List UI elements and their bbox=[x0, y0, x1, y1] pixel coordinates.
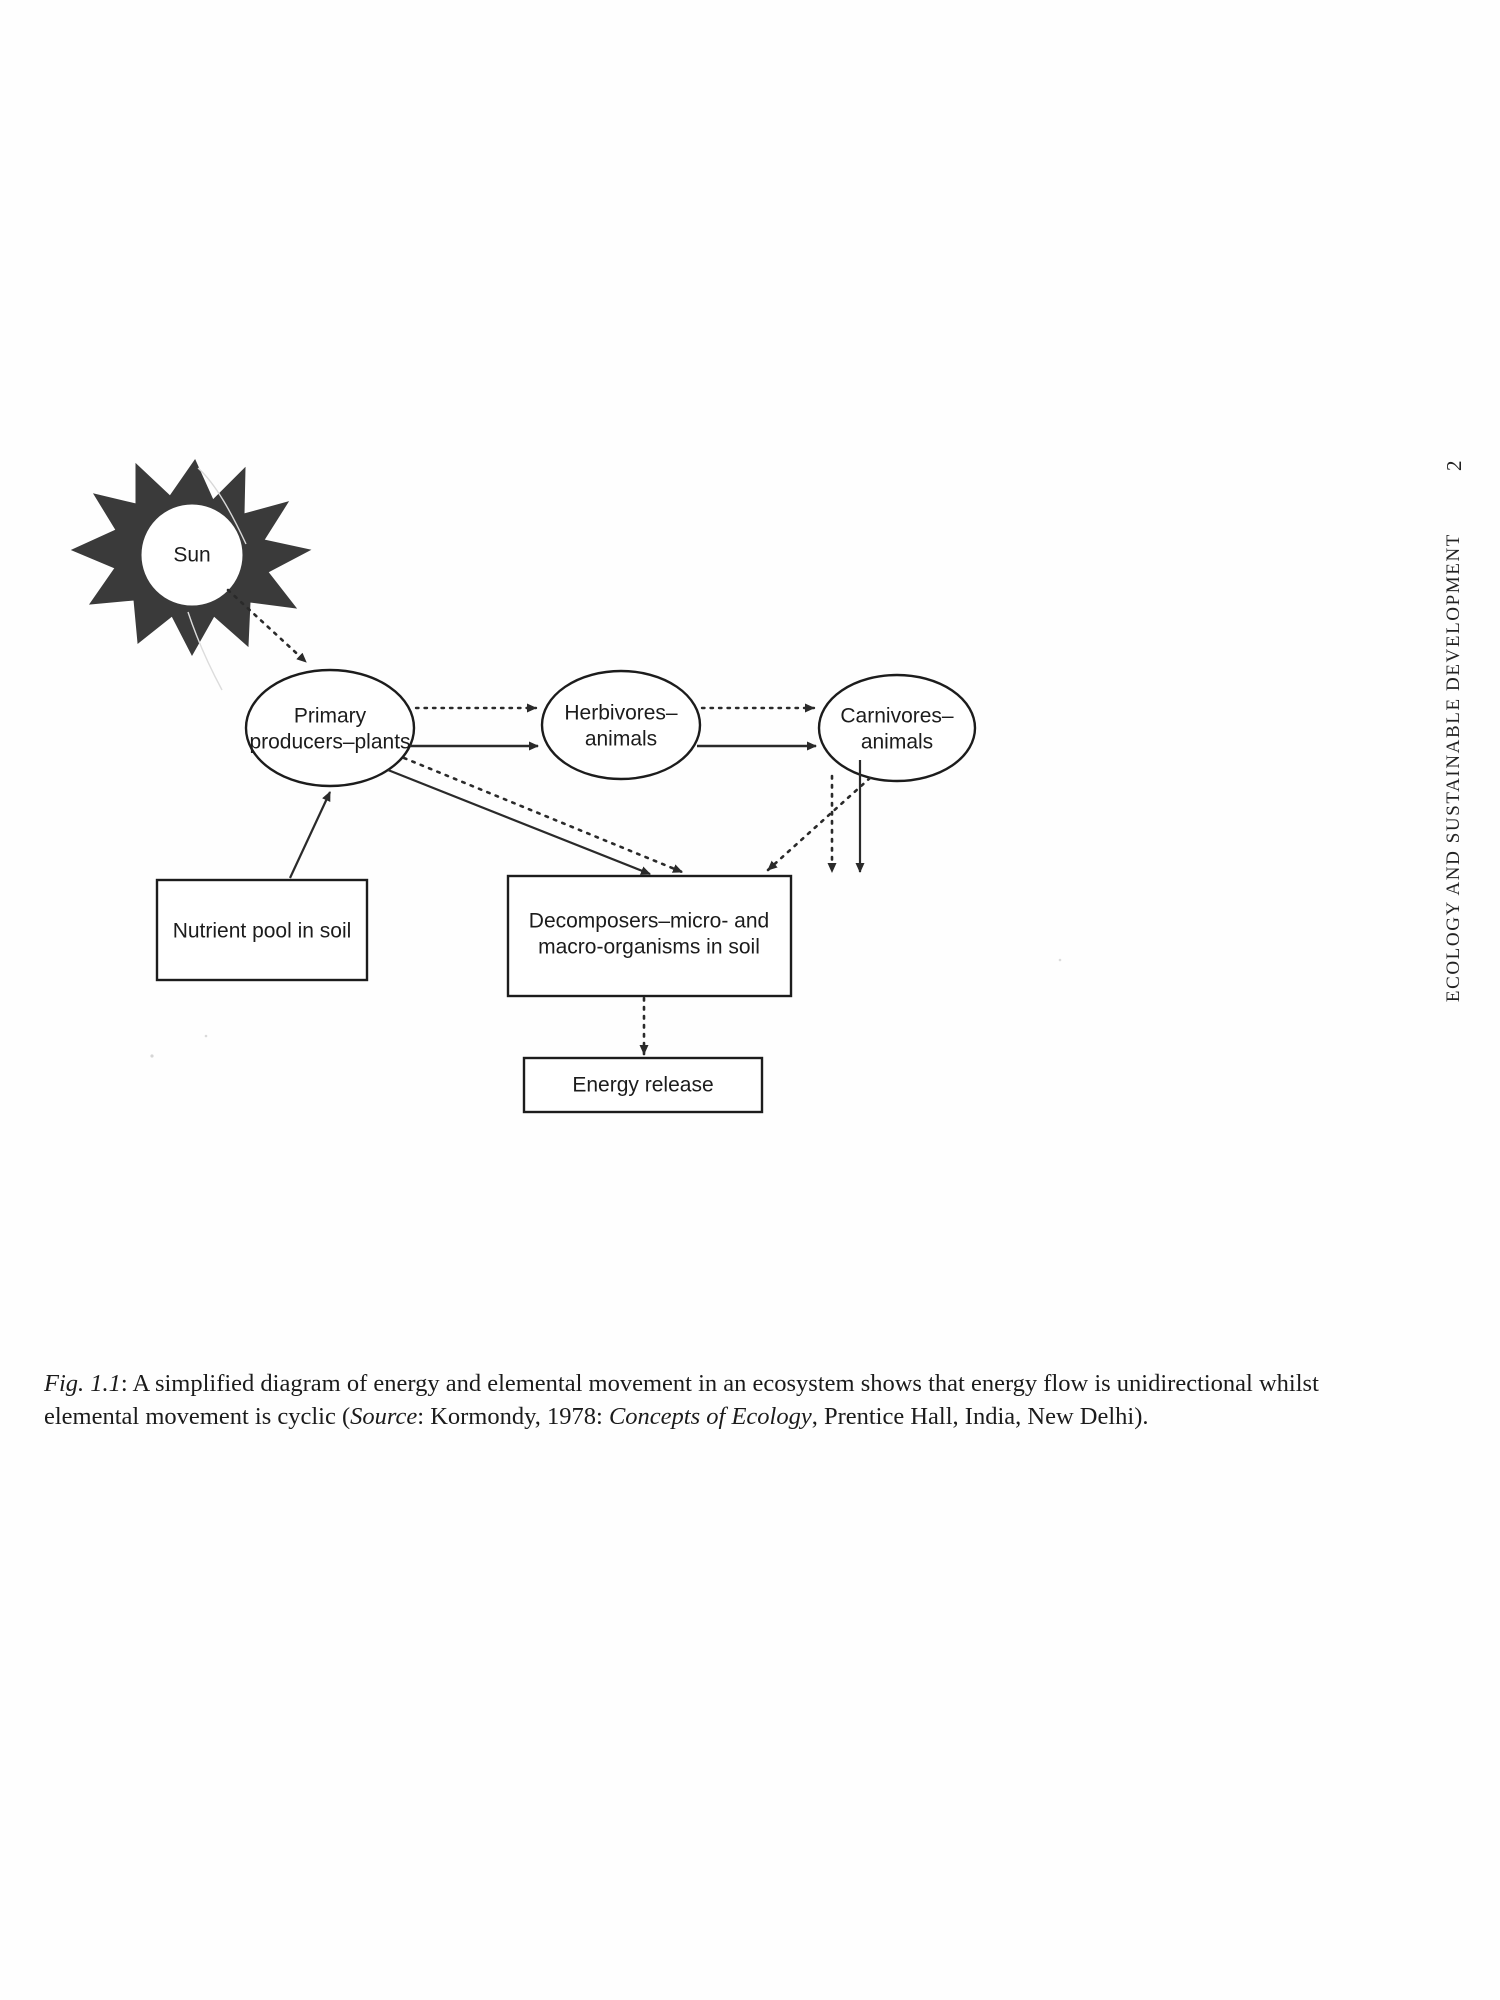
figure-caption: Fig. 1.1: A simplified diagram of energy… bbox=[44, 1368, 1354, 1433]
node-decomposers: Decomposers–micro- and macro-organisms i… bbox=[506, 874, 793, 998]
herbivores-label-line2: animals bbox=[585, 728, 657, 751]
node-primary-producers: Primary producers–plants bbox=[244, 668, 416, 788]
caption-book-title: Concepts of Ecology bbox=[608, 1402, 812, 1430]
node-carnivores: Carnivores– animals bbox=[817, 673, 977, 783]
herbivores-label-line1: Herbivores– bbox=[564, 702, 678, 725]
scan-speck bbox=[150, 1054, 154, 1058]
caption-fig-label: Fig. 1.1 bbox=[44, 1370, 121, 1397]
sun-label: Sun bbox=[173, 544, 210, 567]
figure-energy-flow-diagram: Sun Primary producers–plants Herbivores–… bbox=[0, 440, 1330, 1340]
page-number: 2 bbox=[1441, 460, 1466, 471]
energy-release-label: Energy release bbox=[572, 1074, 713, 1097]
edge-producers-to-decomposers-solid bbox=[387, 768, 651, 876]
sun-disc bbox=[141, 504, 243, 606]
carnivores-label-line1: Carnivores– bbox=[840, 705, 954, 728]
scan-artifact-stroke-2 bbox=[187, 611, 223, 691]
carnivores-label-line2: animals bbox=[861, 731, 933, 754]
decomposers-label-line2: macro-organisms in soil bbox=[538, 936, 760, 959]
node-herbivores: Herbivores– animals bbox=[540, 669, 702, 781]
scan-speck bbox=[1058, 958, 1062, 962]
carnivores-ellipse bbox=[817, 673, 977, 783]
edge-sun-to-producers bbox=[226, 588, 308, 664]
caption-text-c: , Prentice Hall, India, New Delhi). bbox=[811, 1402, 1149, 1430]
running-head: ECOLOGY AND SUSTAINABLE DEVELOPMENT bbox=[1443, 533, 1464, 1003]
primary-producers-label-line1: Primary bbox=[294, 705, 367, 728]
sun-node: Sun bbox=[70, 458, 312, 657]
node-nutrient-pool: Nutrient pool in soil bbox=[155, 878, 369, 982]
node-energy-release: Energy release bbox=[522, 1056, 764, 1114]
decomposers-box bbox=[506, 874, 793, 998]
edge-nutrient-pool-to-producers-solid bbox=[289, 791, 331, 879]
caption-text-a: : A simplified diagram of energy and ele… bbox=[44, 1370, 1319, 1430]
scan-speck bbox=[204, 1034, 208, 1038]
edge-carnivores-to-decomposers-dotted bbox=[766, 776, 872, 872]
primary-producers-ellipse bbox=[244, 668, 416, 788]
scan-artifact-stroke bbox=[197, 467, 247, 545]
margin-running-head-block: 2 ECOLOGY AND SUSTAINABLE DEVELOPMENT bbox=[1434, 460, 1474, 1100]
herbivores-ellipse bbox=[540, 669, 702, 781]
decomposers-label-line1: Decomposers–micro- and bbox=[529, 910, 769, 933]
caption-text-b: : Kormondy, 1978: bbox=[417, 1402, 609, 1430]
energy-release-box bbox=[522, 1056, 764, 1114]
primary-producers-label-line2: producers–plants bbox=[249, 731, 410, 754]
nutrient-pool-box bbox=[155, 878, 369, 982]
caption-source-label: Source bbox=[350, 1402, 418, 1430]
nutrient-pool-label: Nutrient pool in soil bbox=[173, 920, 352, 943]
